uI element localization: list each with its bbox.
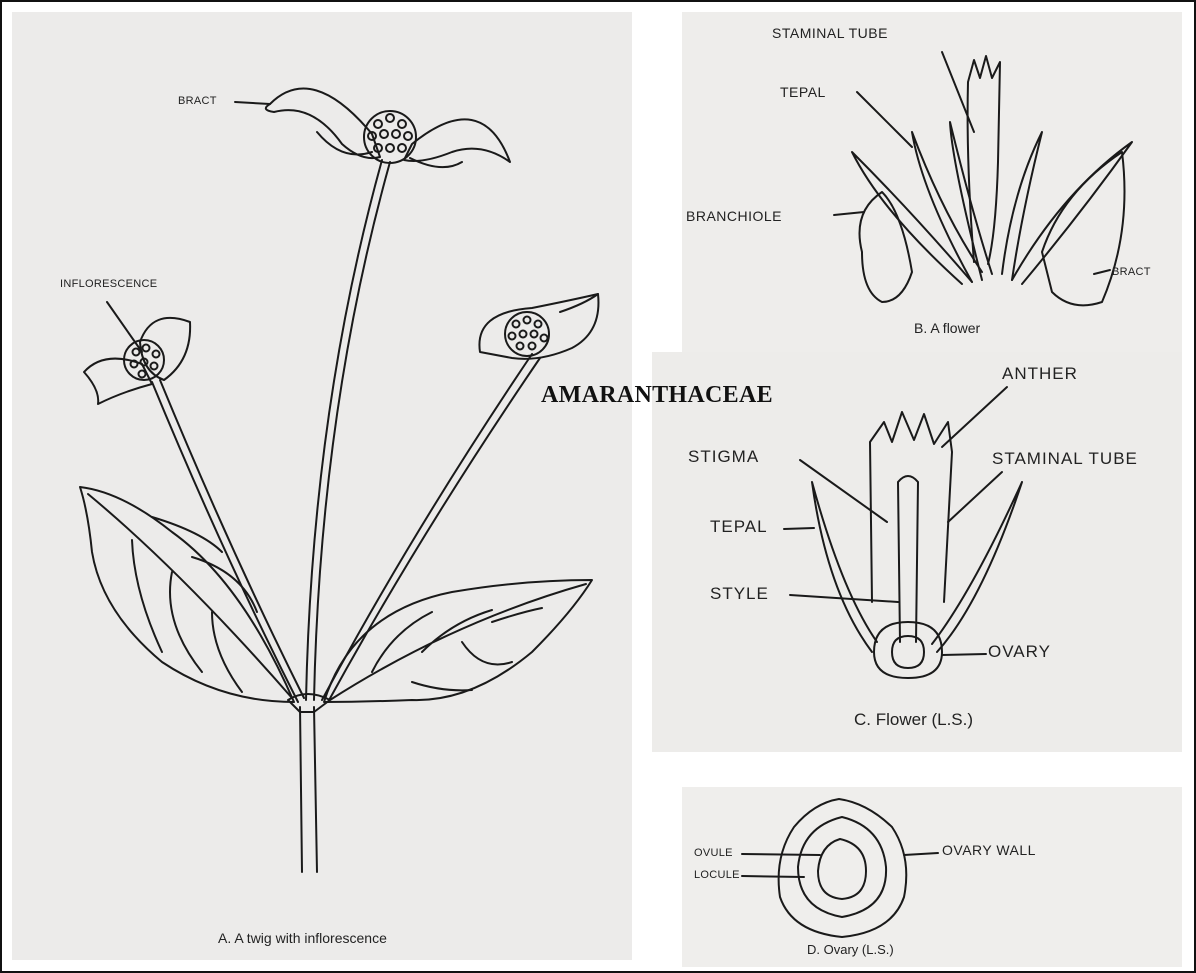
leader-ovary-wall [904,853,938,855]
staminal-tube-c [870,412,952,602]
twig-drawing [12,12,632,960]
caption-a: A. A twig with inflorescence [218,930,387,946]
panel-d-ovary-ls: OVULE LOCULE OVARY WALL D. Ovary (L.S.) [682,787,1182,967]
label-branchiole: BRANCHIOLE [686,208,782,224]
tepal-b3 [1002,132,1042,280]
leader-bract-b [1094,270,1110,274]
panel-b-flower: STAMINAL TUBE TEPAL BRANCHIOLE BRACT B. … [682,12,1182,352]
leader-tepal-b [857,92,912,147]
staminal-tube-b [968,56,1000,264]
ovule-c [892,636,924,668]
label-ovule: OVULE [694,847,733,859]
right-leaf-midrib [330,584,586,700]
ovule-d [818,839,866,899]
leader-inflorescence-a [107,302,142,352]
ovary-ls-drawing [682,787,1182,967]
leader-style [790,595,898,602]
label-locule: LOCULE [694,869,740,881]
label-bract-b: BRACT [1112,266,1151,278]
main-stem [300,707,317,872]
ovary-c [874,622,942,678]
locule [798,817,886,917]
top-bract-left [266,89,380,159]
left-leaf [80,487,294,702]
diagram-title: AMARANTHACEAE [541,382,773,409]
top-flower-head [364,111,416,163]
branchiole-b [860,192,913,302]
leader-ovule [742,854,820,855]
right-bract-tip [560,294,598,312]
tepal-b4 [1012,142,1132,284]
caption-b: B. A flower [914,320,980,336]
leader-staminal-tube-b [942,52,974,132]
left-bract-upper [140,318,190,380]
right-leaf [324,580,592,702]
label-anther: ANTHER [1002,364,1078,384]
leader-staminal-tube-c [948,472,1002,522]
leader-bract-a [235,102,270,104]
panel-c-flower-ls: ANTHER STIGMA STAMINAL TUBE TEPAL STYLE … [652,352,1182,752]
central-peduncle [306,160,390,700]
label-staminal-tube-c: STAMINAL TUBE [992,449,1138,469]
label-tepal-b: TEPAL [780,84,826,100]
label-bract-a: BRACT [178,95,217,107]
panel-a-twig: BRACT INFLORESCENCE A. A twig with inflo… [12,12,632,960]
right-peduncle [322,354,540,702]
leader-locule [742,876,804,877]
leader-branchiole-b [834,212,864,215]
bract-b [1042,152,1125,305]
caption-d: D. Ovary (L.S.) [807,942,894,957]
leader-tepal-c [784,528,814,529]
left-leaf-midrib [88,494,292,698]
leader-ovary [942,654,986,655]
leader-anther [942,387,1007,447]
label-tepal-c: TEPAL [710,517,768,537]
label-style: STYLE [710,584,769,604]
label-ovary-wall: OVARY WALL [942,842,1036,858]
flower-drawing [682,12,1182,352]
label-ovary: OVARY [988,642,1051,662]
left-peduncle [152,380,304,702]
caption-c: C. Flower (L.S.) [854,710,973,730]
label-staminal-tube-b: STAMINAL TUBE [772,25,888,41]
style-c [898,476,918,642]
tepal-b5 [852,152,972,284]
top-bract-right [404,119,510,162]
right-flower-head [505,312,549,356]
label-stigma: STIGMA [688,447,759,467]
label-inflorescence: INFLORESCENCE [60,278,157,290]
flower-ls-drawing [652,352,1182,752]
